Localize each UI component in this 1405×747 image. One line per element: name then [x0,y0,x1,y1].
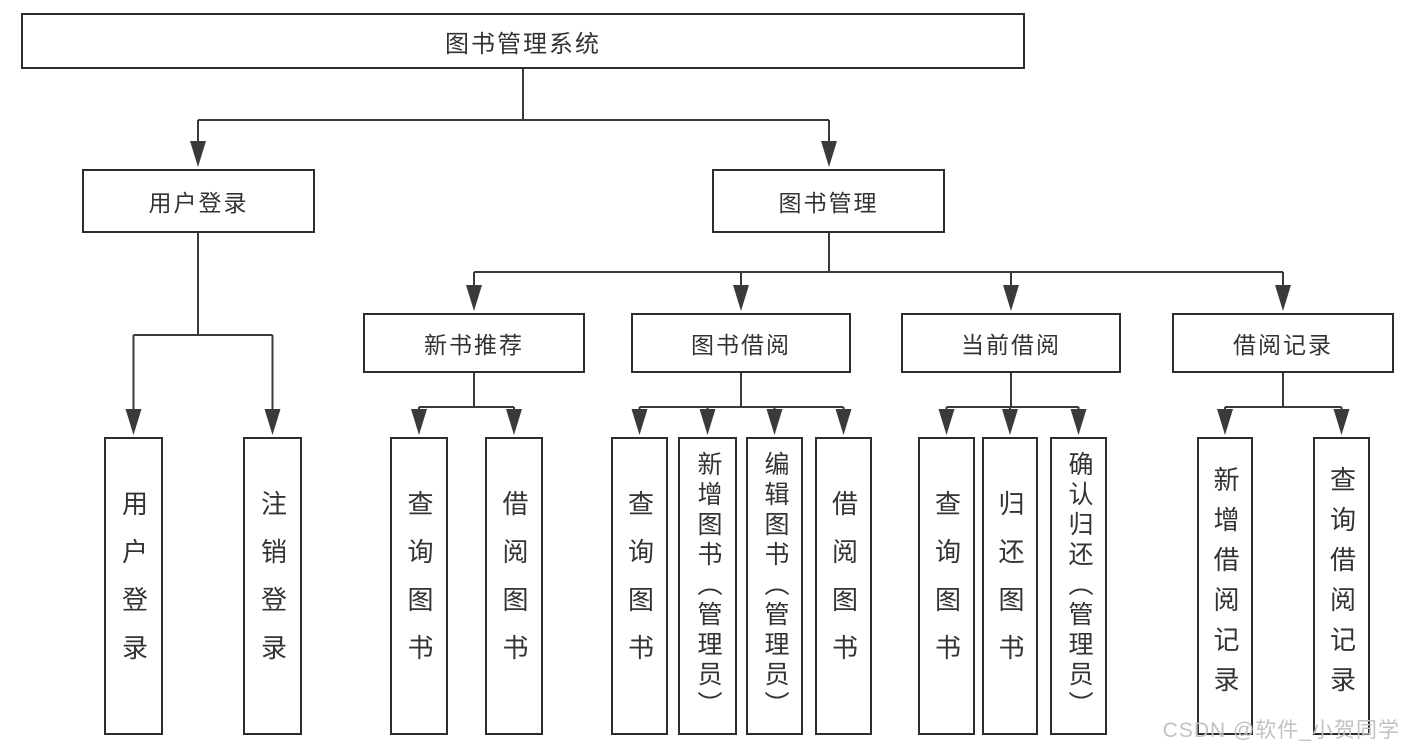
csdn-watermark: CSDN @软件_小贺同学 [1162,719,1400,742]
leaf-add-borrow-record: 新增借阅记录 [1197,437,1253,735]
node-new-book-recommend: 新书推荐 [363,313,585,373]
node-book-borrow: 图书借阅 [631,313,851,373]
leaf-query-borrow-record: 查询借阅记录 [1313,437,1370,735]
connector-line [132,69,1343,411]
arrowhead [125,141,1350,435]
node-current-borrow: 当前借阅 [901,313,1121,373]
leaf-query-books-borrow: 查询图书 [611,437,668,735]
node-book-management: 图书管理 [712,169,945,233]
leaf-add-book-admin: 新增图书（管理员） [678,437,737,735]
leaf-query-books-current: 查询图书 [918,437,975,735]
leaf-edit-book-admin: 编辑图书（管理员） [746,437,803,735]
leaf-user-login: 用户登录 [104,437,163,735]
leaf-query-books-recommend: 查询图书 [390,437,448,735]
leaf-borrow-books-recommend: 借阅图书 [485,437,543,735]
leaf-confirm-return-admin: 确认归还（管理员） [1050,437,1107,735]
leaf-borrow-books: 借阅图书 [815,437,872,735]
leaf-return-book: 归还图书 [982,437,1038,735]
node-borrow-records: 借阅记录 [1172,313,1394,373]
node-library-management-system: 图书管理系统 [21,13,1025,69]
node-user-login: 用户登录 [82,169,315,233]
leaf-logout: 注销登录 [243,437,302,735]
